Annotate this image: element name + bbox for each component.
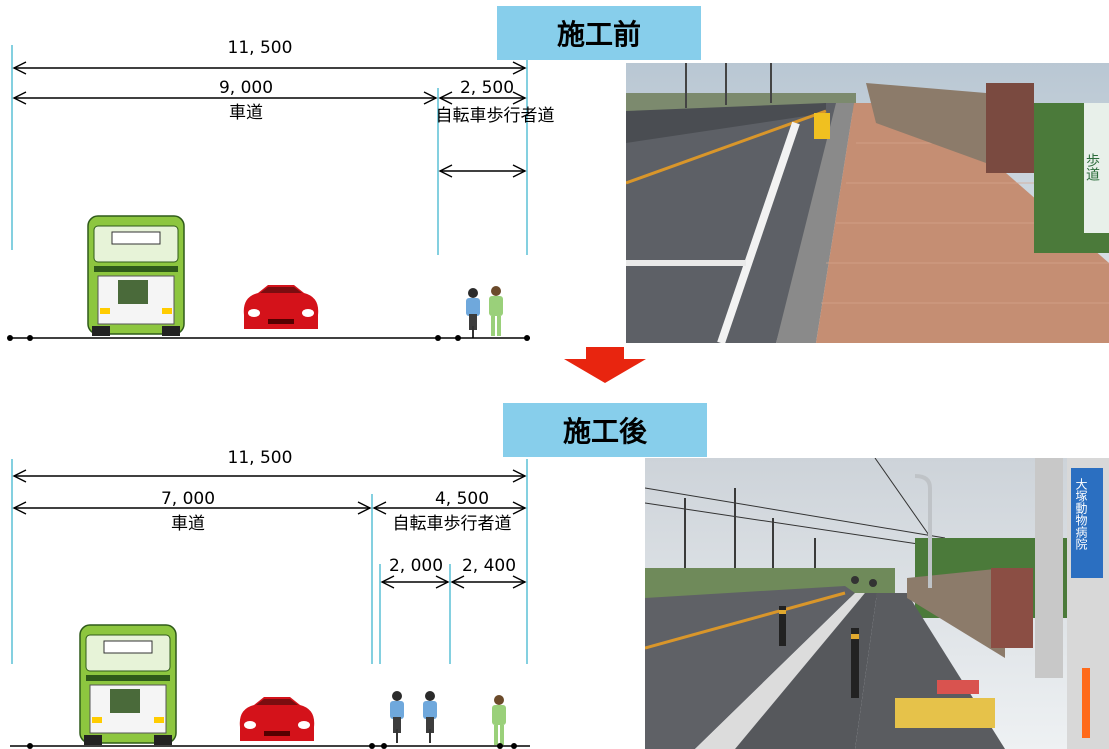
before-photo: 歩道 (626, 63, 1109, 343)
before-title-text: 施工前 (556, 18, 641, 51)
car-icon (243, 285, 319, 329)
after-roadway-width: 7, 000 (161, 489, 215, 509)
cyclist-icon (390, 691, 404, 743)
after-sidewalk-label: 自転車歩行者道 (393, 514, 512, 534)
after-total-width: 11, 500 (228, 448, 293, 468)
cyclist-icon (466, 288, 480, 338)
after-ped-lane-width: 2, 400 (462, 556, 516, 576)
bus-icon (79, 624, 177, 745)
before-roadway-width: 9, 000 (219, 78, 273, 98)
before-sidewalk-label: 自転車歩行者道 (436, 106, 555, 126)
after-title: 施工後 (503, 403, 707, 457)
car-icon (239, 697, 315, 741)
before-sidewalk-width: 2, 500 (460, 78, 514, 98)
pedestrian-icon (492, 695, 506, 745)
before-cross-section: 11, 500 9, 000 車道 2, 500 自転車歩行者道 (7, 38, 555, 341)
before-total-width: 11, 500 (228, 38, 293, 58)
cyclist-icon (423, 691, 437, 743)
before-photo-sign: 歩道 (1084, 153, 1100, 182)
bus-icon (87, 215, 185, 336)
after-photo: 大塚動物病院 (645, 458, 1109, 749)
after-roadway-label: 車道 (171, 514, 205, 534)
after-sidewalk-width: 4, 500 (435, 489, 489, 509)
after-title-text: 施工後 (562, 415, 647, 448)
pedestrian-icon (489, 286, 503, 336)
arrow-down-icon (564, 347, 646, 383)
before-title: 施工前 (497, 6, 701, 60)
after-cross-section: 11, 500 7, 000 車道 4, 500 自転車歩行者道 2, 000 … (10, 448, 530, 749)
after-bike-lane-width: 2, 000 (389, 556, 443, 576)
after-photo-sign: 大塚動物病院 (1074, 478, 1088, 550)
before-roadway-label: 車道 (229, 103, 263, 123)
